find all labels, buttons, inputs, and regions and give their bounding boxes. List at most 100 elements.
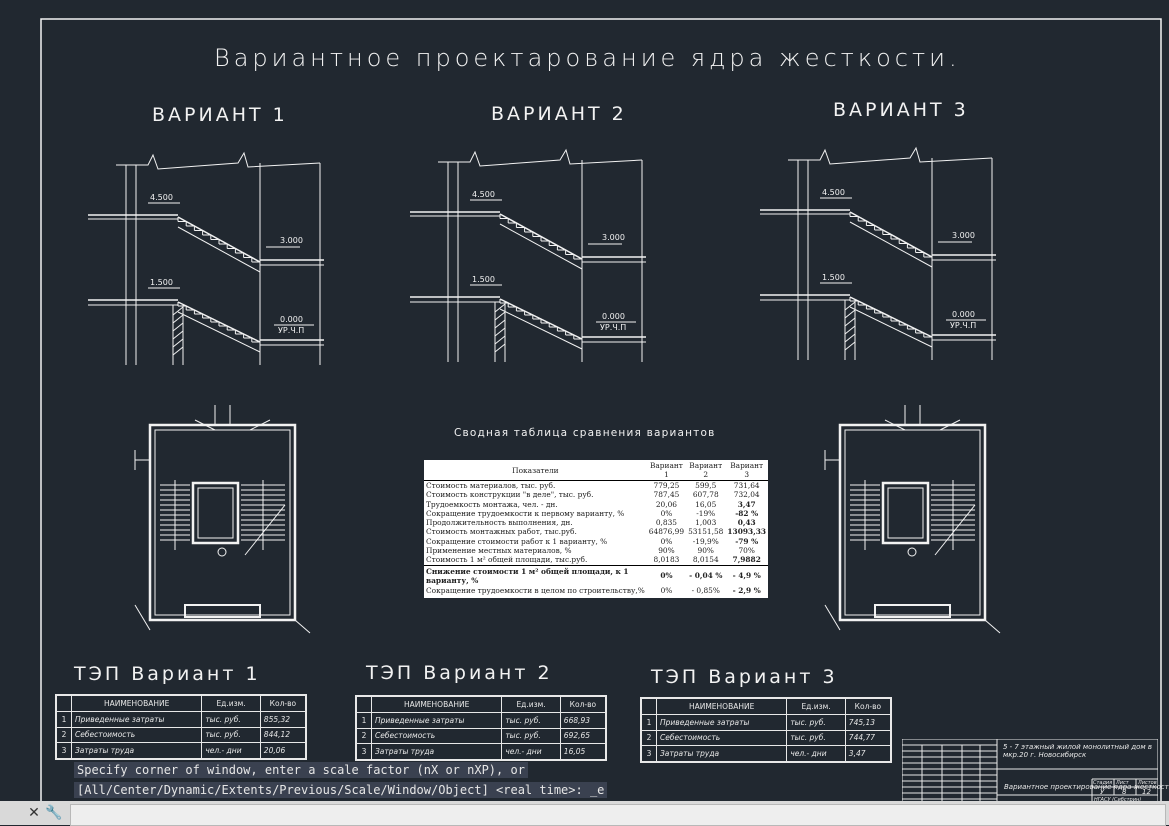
tep-header-cell: НАИМЕНОВАНИЕ [370, 696, 503, 713]
tep-cell: Затраты труда [655, 745, 788, 762]
tep-cell: 3 [641, 745, 657, 762]
stamp-sheet: 8 [1122, 788, 1127, 796]
command-input[interactable] [70, 804, 1166, 826]
section-variant-2 [410, 148, 646, 362]
tep-cell: 3 [356, 743, 372, 760]
command-history-line-2: [All/Center/Dynamic/Extents/Previous/Sca… [74, 782, 608, 798]
elev-zero-label: 0.000 [280, 315, 303, 324]
summary-cell-value: 0% [660, 508, 673, 518]
summary-cell-value: - 0,85% [691, 585, 720, 595]
summary-cell-value: - 4,9 % [725, 564, 768, 586]
close-icon[interactable]: ✕ [28, 805, 40, 821]
tep-cell: Приведенные затраты [370, 711, 503, 729]
section-variant-3 [760, 146, 996, 360]
tep-cell: тыс. руб. [786, 729, 846, 747]
tep-cell: Приведенные затраты [655, 713, 788, 731]
summary-cell-label: Стоимость монтажных работ, тыс.руб. [426, 527, 577, 537]
summary-cell-value: 53151,58 [688, 527, 724, 537]
summary-cell-value: 20,06 [655, 499, 678, 509]
elev-zero-label: 0.000 [952, 310, 975, 319]
stamp-sheet-title-short: Вариантное проектирование ядра жесткости [1004, 783, 1169, 791]
tep-header-cell: НАИМЕНОВАНИЕ [655, 698, 788, 715]
elev-top-label: 4.500 [472, 190, 495, 199]
elev-top-label: 4.500 [150, 193, 173, 202]
tep-cell: 745,13 [844, 713, 892, 731]
summary-row: Стоимость конструкции "в деле", тыс. руб… [424, 490, 768, 499]
summary-cell-value: 7,9882 [732, 555, 761, 565]
tep-cell: Приведенные затраты [70, 710, 203, 728]
tep-cell: 692,65 [559, 727, 607, 745]
stamp-project: 5 - 7 этажный жилой монолитный дом в мкр… [1003, 743, 1153, 759]
summary-row: Стоимость 1 м² общей площади, тыс.руб.8,… [424, 555, 768, 565]
command-line-bar: ✕ 🔧 ▭▾ [0, 801, 1169, 826]
summary-cell-value: 70% [738, 546, 755, 556]
stamp-col-sheets: Листов [1138, 780, 1157, 786]
summary-cell-label: Продолжительность выполнения, дн. [426, 518, 573, 528]
variant-1-title: ВАРИАНТ 1 [152, 104, 288, 126]
summary-cell-label: Трудоемкость монтажа, чел. - дн. [426, 499, 558, 509]
summary-cell-value: 0% [646, 564, 687, 586]
summary-col-variant-1: Вариант 1 [646, 460, 687, 481]
summary-cell-value: 90% [697, 546, 714, 556]
summary-cell-value: -82 % [735, 508, 759, 518]
tep-header-cell: Кол-во [844, 698, 892, 715]
stamp-col-stage: Стадия [1093, 780, 1113, 786]
tep-cell: тыс. руб. [501, 727, 561, 745]
tep-cell: чел.- дни [501, 743, 561, 760]
summary-cell-label: Сокращение стоимости работ к 1 варианту,… [426, 536, 608, 546]
elev-zero-label: 0.000 [602, 312, 625, 321]
stamp-sheets: 12 [1142, 788, 1151, 796]
tep-cell: 3,47 [844, 745, 892, 762]
summary-cell-value: 787,45 [653, 490, 680, 500]
summary-row: Сокращение стоимости работ к 1 варианту,… [424, 537, 768, 546]
tep-cell: 1 [641, 713, 657, 731]
elev-zero-sublabel: УР.Ч.П [600, 323, 627, 332]
summary-row: Снижение стоимости 1 м² общей площади, к… [424, 564, 768, 586]
tep-cell: 844,12 [259, 726, 307, 744]
summary-cell-label: Стоимость 1 м² общей площади, тыс.руб. [426, 555, 588, 565]
tep-cell: Себестоимость [70, 726, 203, 744]
tep-cell: Затраты труда [70, 742, 203, 759]
summary-cell-value: -19,9% [692, 536, 719, 546]
tep-cell: Затраты труда [370, 743, 503, 760]
tep-cell: 744,77 [844, 729, 892, 747]
wrench-icon[interactable]: 🔧 [45, 805, 63, 821]
tep-cell: тыс. руб. [501, 711, 561, 729]
summary-cell-value: 0% [660, 585, 673, 595]
summary-cell-value: -19% [696, 508, 716, 518]
tep-3-title: ТЭП Вариант 3 [651, 666, 838, 688]
summary-cell-label: Стоимость материалов, тыс. руб. [426, 481, 556, 490]
summary-cell-value: 0% [660, 536, 673, 546]
tep-cell: 3 [56, 742, 72, 759]
tep-header-cell: НАИМЕНОВАНИЕ [70, 695, 203, 712]
tep-cell: 16,05 [559, 743, 607, 760]
summary-cell-value: 0,835 [655, 518, 678, 528]
stamp-col-sheet: Лист [1116, 780, 1129, 786]
section-variant-1 [88, 151, 324, 365]
summary-cell-value: - 0,04 % [686, 564, 726, 586]
summary-cell-value: 0,43 [737, 518, 756, 528]
summary-cell-label: Сокращение трудоемкости к первому вариан… [426, 508, 625, 518]
plan-variant-3 [824, 405, 1001, 634]
summary-cell-value: 3,47 [737, 499, 756, 509]
summary-col-variant-3: Вариант 3 [725, 460, 768, 481]
tep-cell: 2 [56, 726, 72, 744]
summary-header-row: Показатели Вариант 1 Вариант 2 Вариант 3 [424, 460, 768, 481]
tep-2-title: ТЭП Вариант 2 [366, 662, 553, 684]
elev-mid-label: 3.000 [280, 236, 303, 245]
summary-cell-value: 64876,99 [648, 527, 685, 537]
tep-header-cell: Ед.изм. [786, 698, 846, 715]
